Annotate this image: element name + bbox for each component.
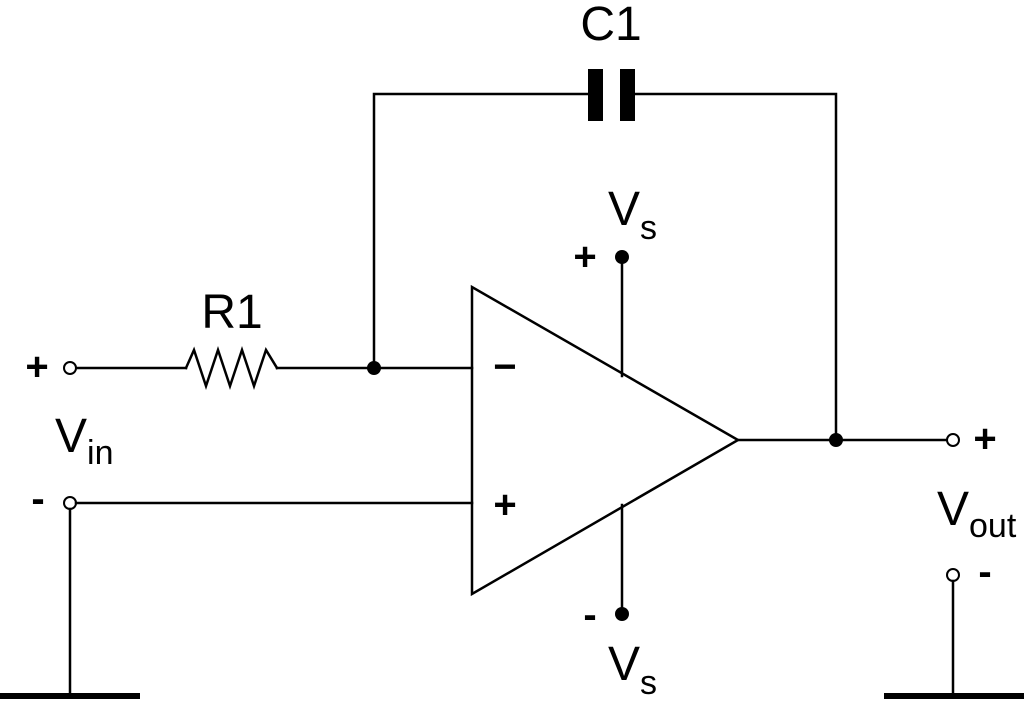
input-voltage-symbol: V [55, 410, 87, 463]
resistor-r1 [184, 346, 279, 390]
capacitor-plate-left [588, 69, 603, 121]
supply-negative-subscript: s [640, 664, 657, 702]
resistor-label: R1 [201, 286, 262, 339]
opamp-triangle [470, 284, 741, 597]
capacitor-plate-right [620, 69, 635, 121]
junction-inverting-node [367, 361, 381, 375]
supply-positive-subscript: s [640, 209, 657, 247]
output-voltage-subscript: out [969, 507, 1017, 545]
supply-positive-sign: + [573, 235, 596, 279]
output-minus-sign: - [978, 550, 991, 594]
input-negative-terminal [63, 496, 77, 510]
capacitor-c1 [588, 69, 635, 121]
output-negative-terminal [946, 568, 960, 582]
output-positive-terminal [946, 433, 960, 447]
input-positive-terminal [63, 361, 77, 375]
capacitor-label: C1 [580, 0, 641, 51]
supply-negative-label: Vs [608, 638, 657, 702]
opamp-noninverting-input-label: + [493, 483, 516, 527]
input-plus-sign: + [25, 345, 48, 389]
output-voltage-symbol: V [937, 483, 969, 536]
opamp-inverting-input-label: − [493, 345, 516, 389]
supply-positive-symbol: V [608, 183, 640, 236]
output-voltage-label: Vout [937, 483, 1017, 545]
output-plus-sign: + [973, 417, 996, 461]
supply-negative-terminal [615, 607, 629, 621]
feedback-wire-right [632, 92, 838, 442]
supply-negative-symbol: V [608, 638, 640, 691]
feedback-wire-left [372, 92, 590, 370]
input-voltage-subscript: in [87, 434, 113, 472]
supply-positive-label: Vs [608, 183, 657, 247]
supply-negative-sign: - [583, 593, 596, 637]
supply-positive-terminal [615, 250, 629, 264]
input-voltage-label: Vin [55, 410, 113, 472]
input-minus-sign: - [31, 477, 44, 521]
